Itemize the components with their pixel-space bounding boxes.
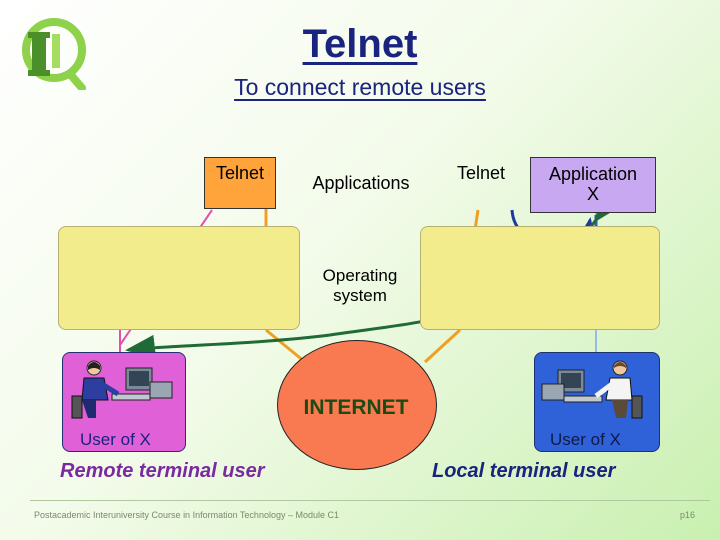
page-title: Telnet bbox=[302, 22, 418, 66]
remote-user-label: User of X bbox=[80, 430, 151, 449]
user-at-computer-icon bbox=[541, 360, 643, 419]
footer-course: Postacademic Interuniversity Course in I… bbox=[34, 510, 339, 520]
remote-terminal-caption: Remote terminal user bbox=[60, 460, 265, 482]
institute-logo bbox=[22, 18, 86, 90]
remote-user-card bbox=[62, 352, 186, 452]
left-stack-to-internet-line bbox=[265, 328, 306, 364]
footer-divider bbox=[30, 500, 710, 501]
internet-label: INTERNET bbox=[303, 396, 409, 419]
left-os-box bbox=[58, 226, 300, 330]
left-telnet-label: Telnet bbox=[215, 163, 265, 183]
right-telnet-label: Telnet bbox=[456, 163, 506, 184]
page-number: p16 bbox=[680, 510, 696, 520]
internet-cloud bbox=[277, 340, 437, 470]
application-x-box: Application X bbox=[530, 157, 656, 213]
local-user-label: User of X bbox=[550, 430, 621, 449]
user-at-computer-icon bbox=[71, 360, 173, 419]
right-os-box bbox=[420, 226, 660, 330]
local-terminal-caption: Local terminal user bbox=[432, 460, 616, 482]
left-telnet-box: Telnet bbox=[204, 157, 276, 209]
application-x-label: Application X bbox=[548, 164, 638, 204]
left-applications-label: Applications bbox=[312, 173, 410, 194]
page-subtitle: To connect remote users bbox=[234, 74, 486, 100]
operating-system-label: Operating system bbox=[322, 266, 398, 305]
